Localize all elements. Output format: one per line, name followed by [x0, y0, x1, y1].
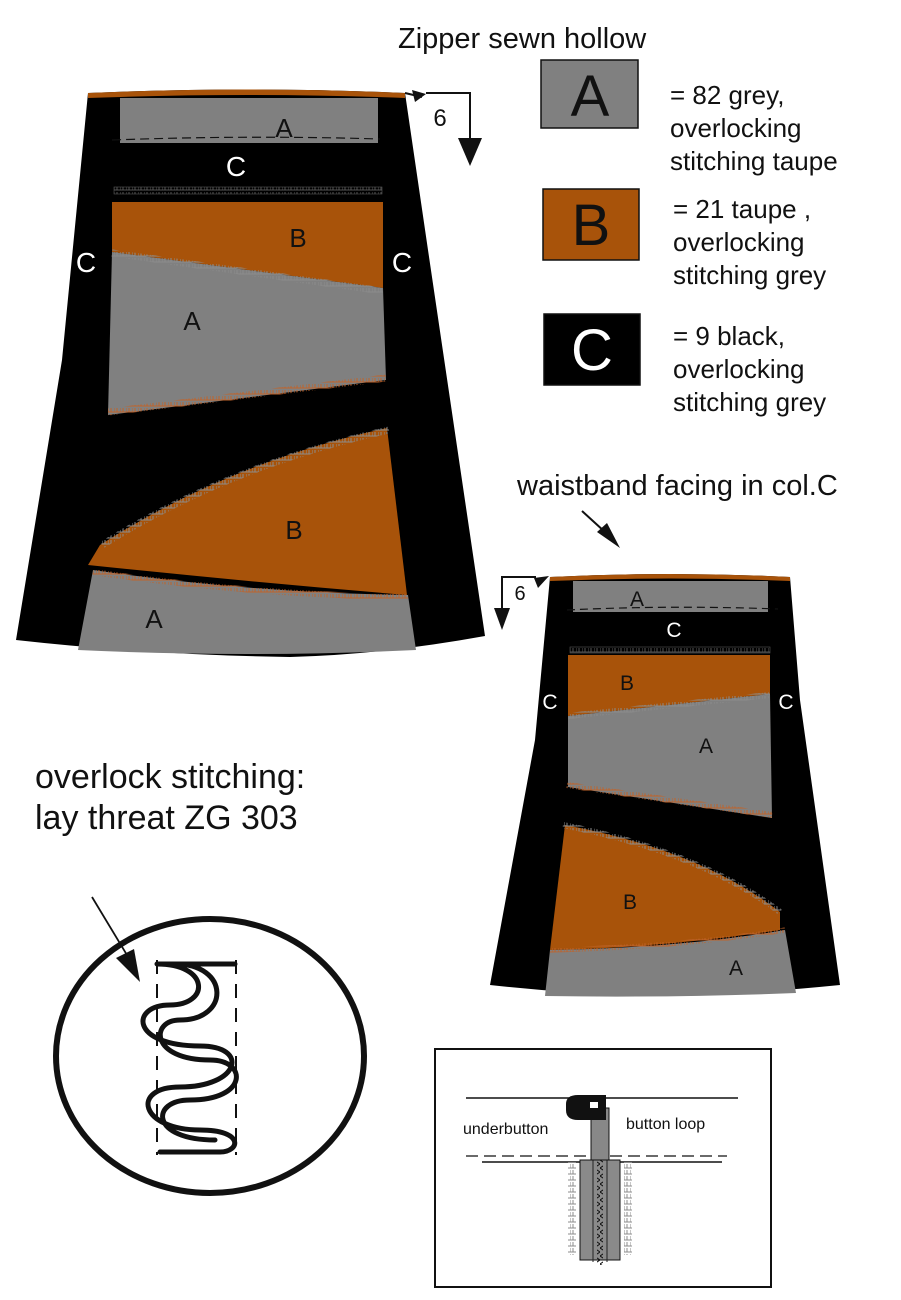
back-label-b-lower: B [623, 891, 637, 914]
front-panel-a-top [120, 98, 378, 143]
overlock-detail [53, 896, 367, 1196]
back-label-a-mid: A [699, 735, 713, 758]
legend-b-line1: = 21 taupe , [673, 194, 812, 224]
front-label-c-left: C [76, 247, 96, 278]
back-panel-b-upper [568, 655, 770, 716]
legend-key-c: C [571, 318, 613, 383]
legend-item-a: = 82 grey, overlocking stitching taupe [670, 79, 838, 178]
overlock-detail-circle [53, 916, 367, 1196]
legend-swatch-b [542, 188, 640, 261]
back-label-b-upper: B [620, 672, 634, 695]
back-label-c-right: C [778, 691, 793, 714]
overlock-stitch-icon [140, 961, 239, 1155]
legend-b-line3: stitching grey [673, 260, 827, 290]
back-skirt [490, 574, 840, 997]
front-label-c-band: C [226, 151, 246, 182]
back-panel-a-bottom [545, 930, 796, 997]
overlock-note-line2: lay threat ZG 303 [35, 799, 298, 837]
back-label-a-top: A [630, 588, 644, 611]
legend-b-line2: overlocking [673, 227, 805, 257]
front-zipper-marker: 6 [433, 105, 446, 132]
back-waistband [550, 574, 790, 581]
page-title: Zipper sewn hollow [398, 23, 647, 55]
back-panel-b-lower [550, 825, 780, 950]
legend-key-b: B [572, 193, 611, 258]
back-label-c-left: C [542, 691, 557, 714]
overlock-note-line1: overlock stitching: [35, 758, 306, 796]
legend-item-b: = 21 taupe , overlocking stitching grey [673, 193, 826, 292]
back-zipper-marker: 6 [514, 583, 525, 605]
front-panel-b-lower [88, 428, 407, 595]
legend-swatches [540, 59, 641, 386]
legend-a-line1: = 82 grey, [670, 80, 785, 110]
overlock-note: overlock stitching: lay threat ZG 303 [35, 757, 305, 839]
front-panel-a-mid [108, 252, 386, 415]
front-waistband [88, 89, 405, 98]
back-label-c-band: C [666, 619, 681, 642]
legend-c-line1: = 9 black, [673, 321, 786, 351]
back-panel-a-top [573, 581, 768, 612]
front-label-b-lower: B [285, 515, 302, 545]
front-skirt [16, 89, 485, 657]
front-label-a-bottom: A [145, 604, 163, 634]
zipper-label-underbutton: underbutton [463, 1121, 549, 1138]
legend-a-line2: overlocking [670, 113, 802, 143]
zipper-button-icon [566, 1095, 606, 1120]
back-label-a-bottom: A [729, 957, 743, 980]
front-label-a-mid: A [183, 306, 201, 336]
front-panel-b-upper [112, 202, 383, 288]
legend-a-line3: stitching taupe [670, 146, 838, 176]
front-panel-a-bottom [78, 570, 416, 654]
legend-item-c: = 9 black, overlocking stitching grey [673, 320, 826, 419]
zipper-detail [434, 1048, 772, 1288]
legend-c-line2: overlocking [673, 354, 805, 384]
legend-swatch-c [543, 313, 641, 386]
legend-key-a: A [571, 64, 610, 129]
waistband-note: waistband facing in col.C [517, 470, 838, 502]
front-label-a-top: A [275, 113, 293, 143]
overlock-pointer-arrow [91, 896, 131, 961]
legend-swatch-a [540, 59, 639, 129]
front-label-b-upper: B [289, 223, 306, 253]
legend-c-line3: stitching grey [673, 387, 827, 417]
zipper-label-button-loop: button loop [626, 1116, 706, 1133]
front-label-c-right: C [392, 247, 412, 278]
back-panel-a-mid [568, 694, 772, 818]
